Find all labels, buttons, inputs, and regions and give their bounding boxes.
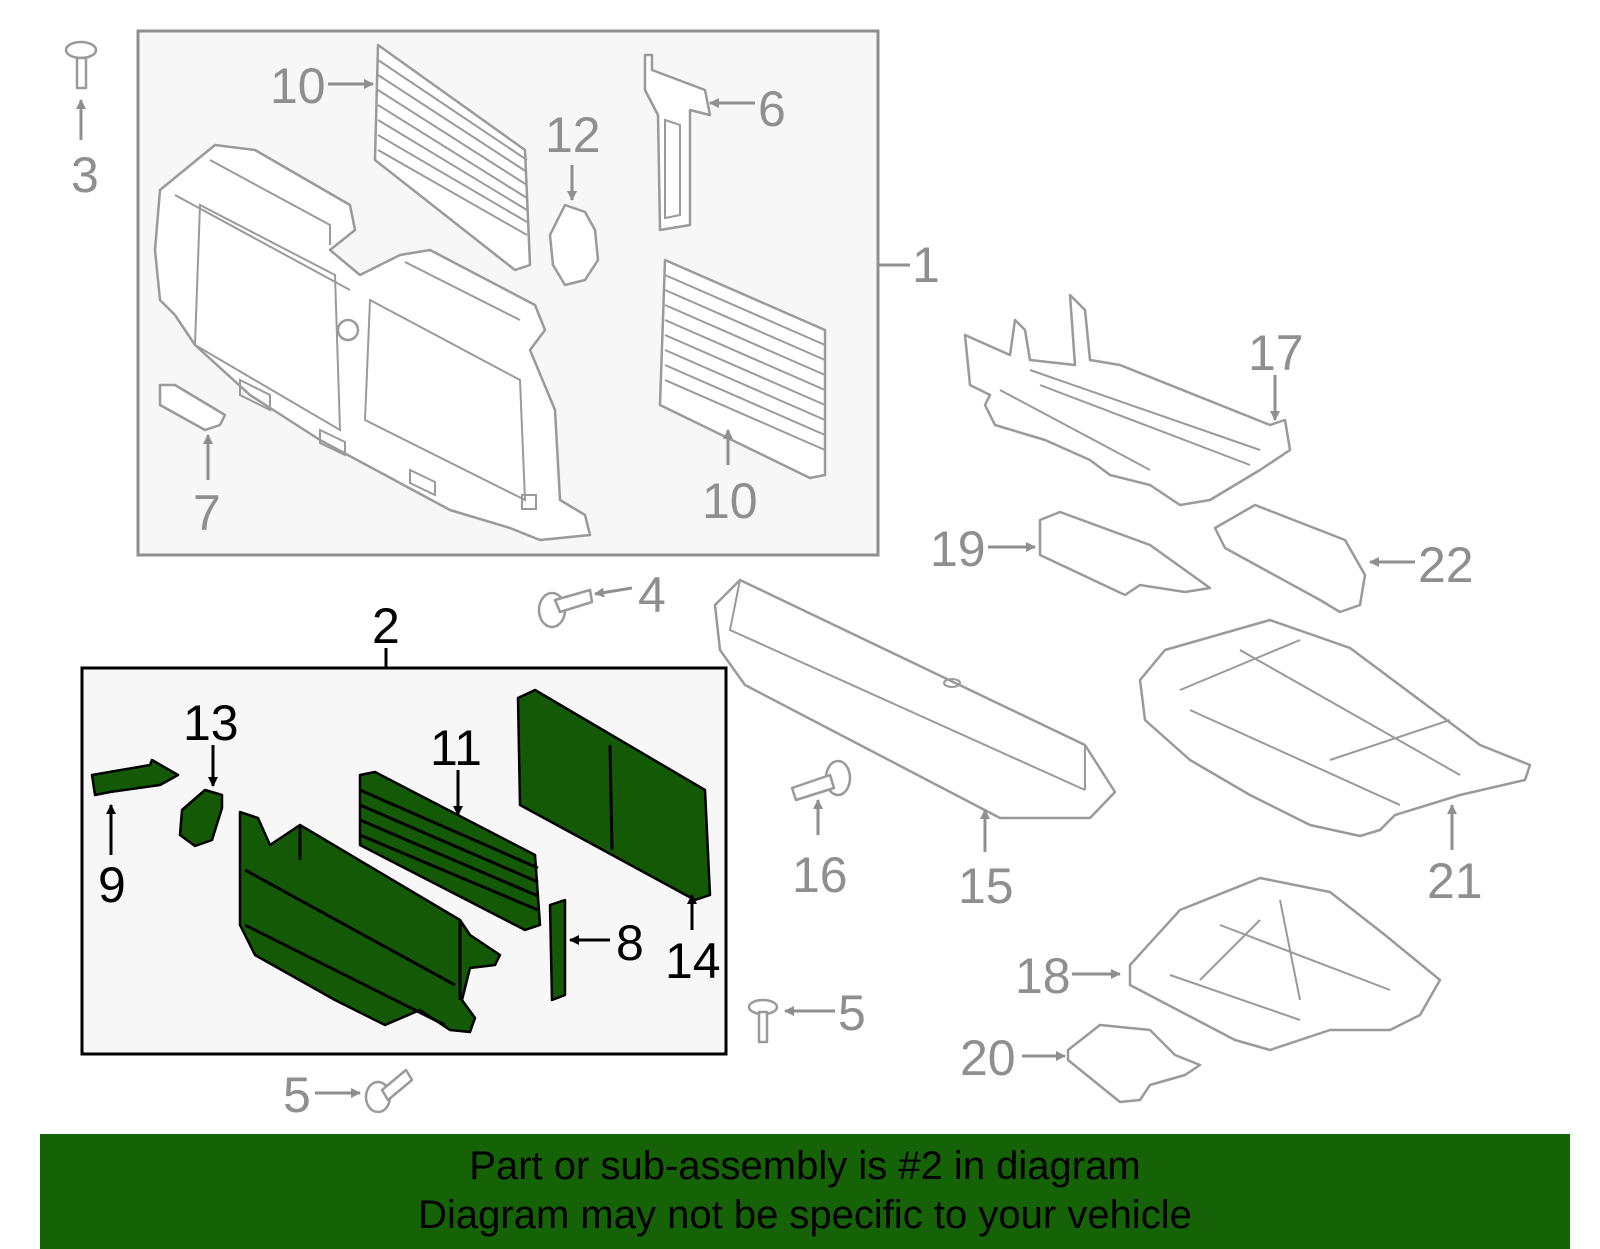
radiator-support-frame [153, 143, 592, 542]
banner-line-2: Diagram may not be specific to your vehi… [418, 1193, 1192, 1237]
callout-5-right: 5 [838, 985, 866, 1041]
shield-18 [1128, 876, 1442, 1052]
shield-19 [1038, 510, 1212, 597]
callout-16: 16 [792, 847, 848, 903]
callout-18: 18 [1015, 948, 1071, 1004]
bracket-8[interactable] [548, 898, 567, 1002]
callout-3: 3 [71, 147, 99, 203]
callout-1: 1 [912, 237, 940, 293]
callout-20: 20 [960, 1030, 1016, 1086]
callout-10-upper: 10 [270, 58, 326, 114]
bolt-5-right [747, 998, 779, 1044]
shield-20 [1066, 1023, 1202, 1104]
bracket-6 [643, 53, 712, 232]
bolt-4 [537, 588, 594, 629]
banner-line-1: Part or sub-assembly is #2 in diagram [469, 1144, 1141, 1188]
deflector-15 [713, 578, 1117, 820]
info-banner: Part or sub-assembly is #2 in diagram Di… [40, 1134, 1570, 1249]
callout-12: 12 [545, 107, 601, 163]
callout-11: 11 [430, 720, 482, 776]
bolt-5-bottom [364, 1068, 414, 1114]
callout-2: 2 [372, 598, 400, 654]
shutter-11[interactable] [358, 770, 542, 932]
callout-labels: 1 2 3 4 5 5 6 7 8 9 10 10 11 12 13 14 15… [71, 58, 1483, 1123]
air-guide-duct[interactable] [238, 810, 502, 1034]
callout-5-bottom: 5 [283, 1067, 311, 1123]
actuator-13[interactable] [178, 788, 224, 848]
deflector-7 [158, 383, 227, 432]
shutter-10-lower [658, 258, 827, 480]
bracket-9[interactable] [90, 758, 180, 797]
callout-7: 7 [193, 485, 221, 541]
callout-4: 4 [638, 567, 666, 623]
callout-8: 8 [616, 915, 644, 971]
bolt-16 [790, 759, 852, 802]
leader-arrows [76, 79, 1457, 1098]
callout-14: 14 [665, 933, 721, 989]
bracket-17 [963, 293, 1292, 507]
pushpin-3 [64, 40, 98, 90]
callout-10-lower: 10 [702, 473, 758, 529]
callout-13: 13 [183, 695, 239, 751]
shield-22 [1213, 503, 1367, 614]
callout-19: 19 [930, 521, 986, 577]
callout-15: 15 [958, 858, 1014, 914]
callout-6: 6 [758, 81, 786, 137]
callout-22: 22 [1418, 537, 1474, 593]
shutter-10-upper [373, 43, 532, 272]
seal-12 [548, 203, 600, 287]
callout-9: 9 [98, 857, 126, 913]
frame-14[interactable] [516, 688, 712, 902]
callout-17: 17 [1248, 325, 1304, 381]
shield-21 [1138, 618, 1532, 838]
callout-21: 21 [1427, 853, 1483, 909]
